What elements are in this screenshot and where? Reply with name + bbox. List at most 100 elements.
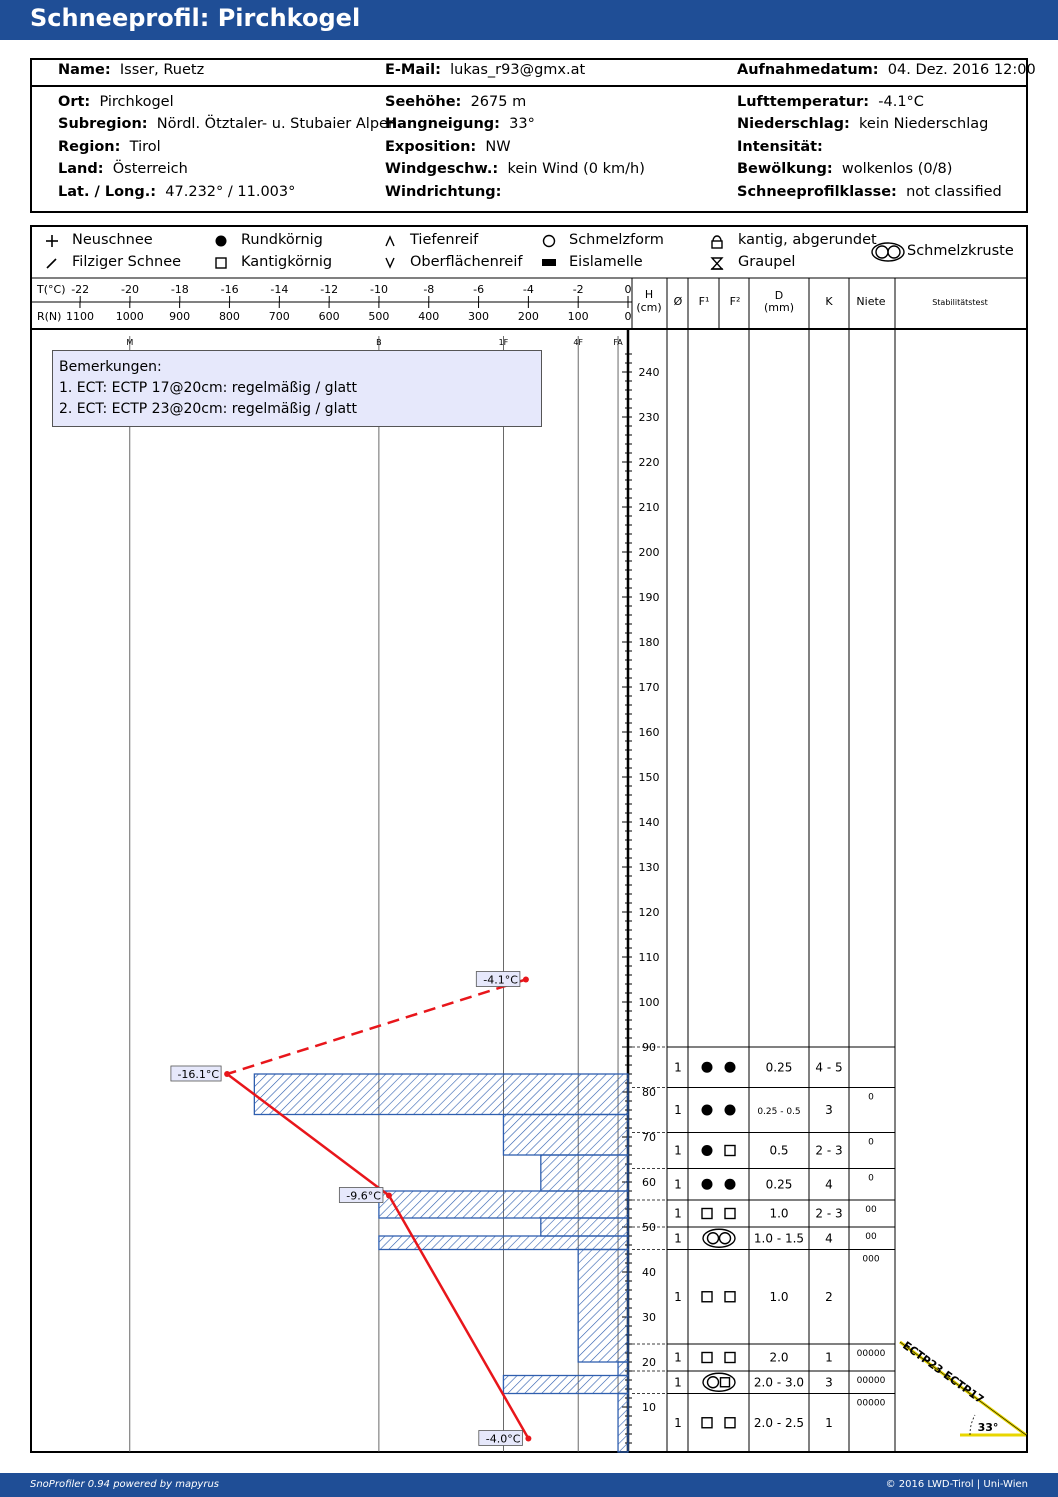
h-unit: (cm)	[636, 301, 661, 314]
height-tick-label: 140	[639, 816, 660, 829]
temperature-label-box	[475, 971, 521, 987]
legend-kantigkoernig: Kantigkörnig	[241, 254, 333, 270]
height-tick-label: 100	[639, 996, 660, 1009]
niete-header: Niete	[856, 295, 885, 308]
layer-d: 2.0 - 3.0	[754, 1375, 804, 1389]
resistance-bar	[502, 1113, 629, 1156]
layer-k: 2	[825, 1290, 833, 1304]
kantigkoernig-icon	[701, 1417, 713, 1429]
eislamelle-icon	[542, 259, 556, 266]
d-unit: (mm)	[764, 301, 794, 314]
layer-k: 3	[825, 1103, 833, 1117]
kantigkoernig-icon	[215, 257, 227, 269]
layer-niete: 00	[865, 1232, 877, 1242]
height-tick-label: 240	[639, 366, 660, 379]
air-temperature-line	[226, 978, 527, 1076]
layer-niete: 0	[868, 1138, 874, 1148]
name-field: Name: Isser, Ruetz	[58, 62, 205, 78]
rundkoernig-icon	[701, 1145, 713, 1156]
resistance-tick-label: 100	[568, 310, 589, 323]
temperature-label-box	[338, 1187, 384, 1203]
windrichtung-field: Windrichtung:	[385, 184, 502, 200]
region-field: Region: Tirol	[58, 139, 161, 155]
resistance-tick-label: 900	[169, 310, 190, 323]
resistance-tick-label: 700	[269, 310, 290, 323]
temperature-label: -16.1°C	[177, 1068, 219, 1081]
land-field: Land: Österreich	[58, 161, 188, 177]
resistance-tick-label: 200	[518, 310, 539, 323]
resistance-tick-label: 600	[319, 310, 340, 323]
ort-field: Ort: Pirchkogel	[58, 94, 174, 110]
temp-tick-label: -6	[473, 283, 484, 296]
f1-header: F¹	[699, 295, 710, 308]
schmelzkruste-icon	[702, 1228, 736, 1248]
lufttemp-field: Lufttemperatur: -4.1°C	[737, 94, 924, 110]
rundkoernig-icon	[701, 1178, 713, 1190]
resistance-bar	[540, 1217, 629, 1237]
height-tick-label: 50	[642, 1221, 656, 1234]
chart-frame	[30, 225, 1028, 1453]
date-field: Aufnahmedatum: 04. Dez. 2016 12:00	[737, 62, 1036, 78]
temperature-label-box	[170, 1065, 222, 1082]
height-tick-label: 110	[639, 951, 660, 964]
rundkoernig-icon	[215, 235, 227, 247]
height-tick-label: 120	[639, 906, 660, 919]
height-tick-label: 10	[642, 1401, 656, 1414]
info-divider	[32, 85, 1026, 87]
height-tick-label: 190	[639, 591, 660, 604]
stability-slope-edge	[899, 1341, 1027, 1436]
stability-label: ECTP23 ECTP17	[900, 1339, 986, 1406]
temp-tick-label: -8	[423, 283, 434, 296]
layer-k: 2 - 3	[815, 1144, 842, 1158]
layer-o: 1	[674, 1144, 682, 1158]
height-tick-label: 230	[639, 411, 660, 424]
filziger-schnee-icon	[46, 258, 57, 269]
layer-o: 1	[674, 1290, 682, 1304]
rundkoernig-icon	[724, 1104, 736, 1116]
h-label: H	[645, 288, 653, 301]
temp-tick-label: -12	[320, 283, 338, 296]
layer-k: 3	[825, 1375, 833, 1389]
layer-o: 1	[674, 1351, 682, 1365]
temp-tick-label: -14	[270, 283, 288, 296]
temperature-label: -4.1°C	[483, 974, 518, 987]
kantigkoernig-icon	[724, 1144, 736, 1157]
layer-k: 1	[825, 1416, 833, 1430]
resistance-tick-label: 1000	[116, 310, 144, 323]
legend-oberflaechenreif: Oberflächenreif	[410, 254, 523, 270]
layer-d: 1.0	[769, 1207, 788, 1221]
temperature-label-box	[478, 1430, 523, 1446]
klasse-field: Schneeprofilklasse: not classified	[737, 184, 1002, 200]
d-header: D	[775, 289, 783, 302]
temp-tick-label: -18	[171, 283, 189, 296]
layer-d: 2.0 - 2.5	[754, 1416, 804, 1430]
layer-niete: 00000	[857, 1399, 886, 1409]
layer-o: 1	[674, 1207, 682, 1221]
temperature-point	[525, 1435, 532, 1442]
temperature-point	[522, 976, 529, 983]
resistance-bar	[540, 1154, 629, 1192]
remarks-title: Bemerkungen:	[59, 359, 162, 375]
height-tick-label: 130	[639, 861, 660, 874]
resistance-bar	[577, 1248, 629, 1363]
layer-o: 1	[674, 1375, 682, 1389]
kantigkoernig-icon	[701, 1351, 713, 1364]
remarks-line-1: 1. ECT: ECTP 17@20cm: regelmäßig / glatt	[59, 380, 358, 396]
footer-credit: SnoProfiler 0.94 powered by mapyrus	[30, 1479, 220, 1490]
title-bar	[0, 0, 1058, 40]
info-box	[30, 58, 1028, 213]
height-tick-label: 60	[642, 1176, 656, 1189]
t-axis-label: T(°C)	[36, 283, 65, 296]
layer-k: 4	[825, 1177, 833, 1191]
legend-schmelzkruste: Schmelzkruste	[907, 243, 1014, 259]
layer-k: 4	[825, 1231, 833, 1245]
layer-d: 1.0	[769, 1290, 788, 1304]
kantigkoernig-icon	[701, 1207, 713, 1220]
resistance-bar	[378, 1190, 629, 1219]
temperature-label: -4.0°C	[486, 1433, 521, 1446]
layer-o: 1	[674, 1103, 682, 1117]
layer-k: 4 - 5	[815, 1060, 842, 1074]
kantigkoernig-icon	[724, 1351, 736, 1364]
